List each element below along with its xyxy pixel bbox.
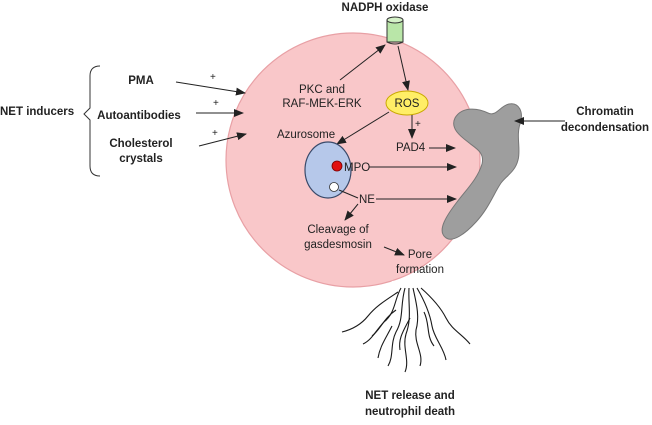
nucleus-blob-icon (441, 103, 522, 240)
ne-to-cleavage-arrow (344, 203, 359, 221)
azurosome-granule (304, 141, 352, 199)
mpo-label: MPO (344, 162, 370, 174)
pma-arrow (175, 81, 246, 96)
nadph-oxidase-label: NADPH oxidase (342, 2, 429, 14)
pad4-label: PAD4 (396, 142, 426, 154)
autoantibodies-label: Autoantibodies (97, 110, 181, 122)
inducers-bracket (83, 65, 101, 177)
ros-to-azurosome-arrow (336, 111, 390, 145)
cleavage-label-line1: Cleavage of (307, 224, 369, 236)
cleavage-label-line2: gasdesmosin (304, 239, 372, 251)
pma-plus: + (210, 72, 216, 83)
pkc-to-nadph-arrow (339, 44, 386, 81)
pkc-label-line1: PKC and (299, 84, 345, 96)
cleavage-to-pore-arrow (383, 246, 405, 256)
cholesterol-arrow (198, 132, 247, 147)
nadph-to-ros-arrow (397, 45, 410, 91)
pad4-plus: + (415, 119, 421, 130)
ros-node (385, 90, 429, 116)
net-inducers-label: NET inducers (0, 106, 74, 118)
net-fibers-icon (341, 287, 471, 373)
membrane-pore (391, 277, 433, 285)
pkc-label-line2: RAF-MEK-ERK (282, 98, 362, 110)
ne-label: NE (359, 194, 375, 206)
cholesterol-plus: + (212, 128, 218, 139)
nadph-channel-icon (386, 16, 404, 45)
cholesterol-label-line2: crystals (119, 153, 162, 165)
autoantibodies-plus: + (213, 98, 219, 109)
cholesterol-label-line1: Cholesterol (109, 138, 172, 150)
pma-label: PMA (128, 75, 154, 87)
ne-connector (338, 189, 359, 199)
azurosome-label: Azurosome (277, 129, 335, 141)
mpo-dot (331, 160, 343, 172)
chromatin-label-line2: decondensation (561, 122, 649, 134)
net-release-label-line1: NET release and (365, 390, 454, 402)
ros-label: ROS (395, 98, 420, 110)
chromatin-label-line1: Chromatin (576, 106, 634, 118)
ne-dot (329, 182, 339, 192)
pore-label-line2: formation (396, 264, 444, 276)
pore-label-line1: Pore (408, 249, 432, 261)
net-release-label-line2: neutrophil death (365, 406, 455, 418)
